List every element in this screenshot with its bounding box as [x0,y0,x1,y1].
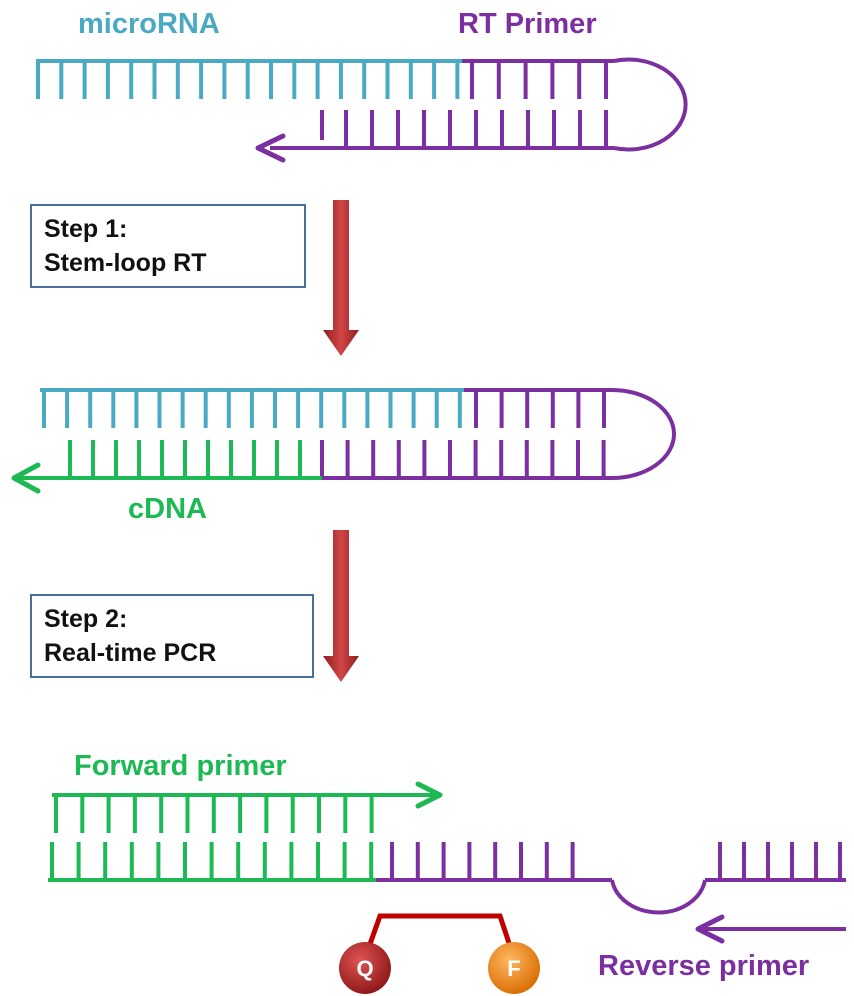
reverse-primer [695,914,846,944]
step2-box: Step 2: Real-time PCR [30,594,314,678]
cdna-arrowhead [11,462,41,494]
step1-box: Step 1: Stem-loop RT [30,204,306,288]
cdna-label: cDNA [128,493,207,525]
quencher-icon [339,942,391,994]
reverse-primer-label: Reverse primer [598,950,809,982]
template-purple-with-loop [376,842,846,915]
fluorophore-icon [488,942,540,994]
stage2-cdna-strand [16,440,322,480]
stage1-microrna-strand [36,59,462,99]
probe-link [362,913,517,959]
template-cdna-green [48,842,376,882]
quencher-label: Q [356,956,373,981]
stage1-extension-arrowhead [255,133,286,163]
stage2-microrna-strand [40,388,464,428]
stage2-rt-primer [320,388,676,480]
step2-down-arrow [323,530,359,682]
stage1-rt-primer [270,57,688,152]
microrna-label: microRNA [78,8,220,40]
forward-primer [52,781,443,833]
step1-title: Step 1: [44,215,128,243]
step2-title: Step 2: [44,605,128,633]
fluorophore-label: F [507,956,520,981]
rt-primer-label: RT Primer [458,8,597,40]
taqman-probe: Q F [339,913,540,994]
step1-down-arrow [323,200,359,356]
forward-primer-label: Forward primer [74,750,287,782]
step1-desc: Stem-loop RT [44,249,207,277]
step2-desc: Real-time PCR [44,639,217,667]
